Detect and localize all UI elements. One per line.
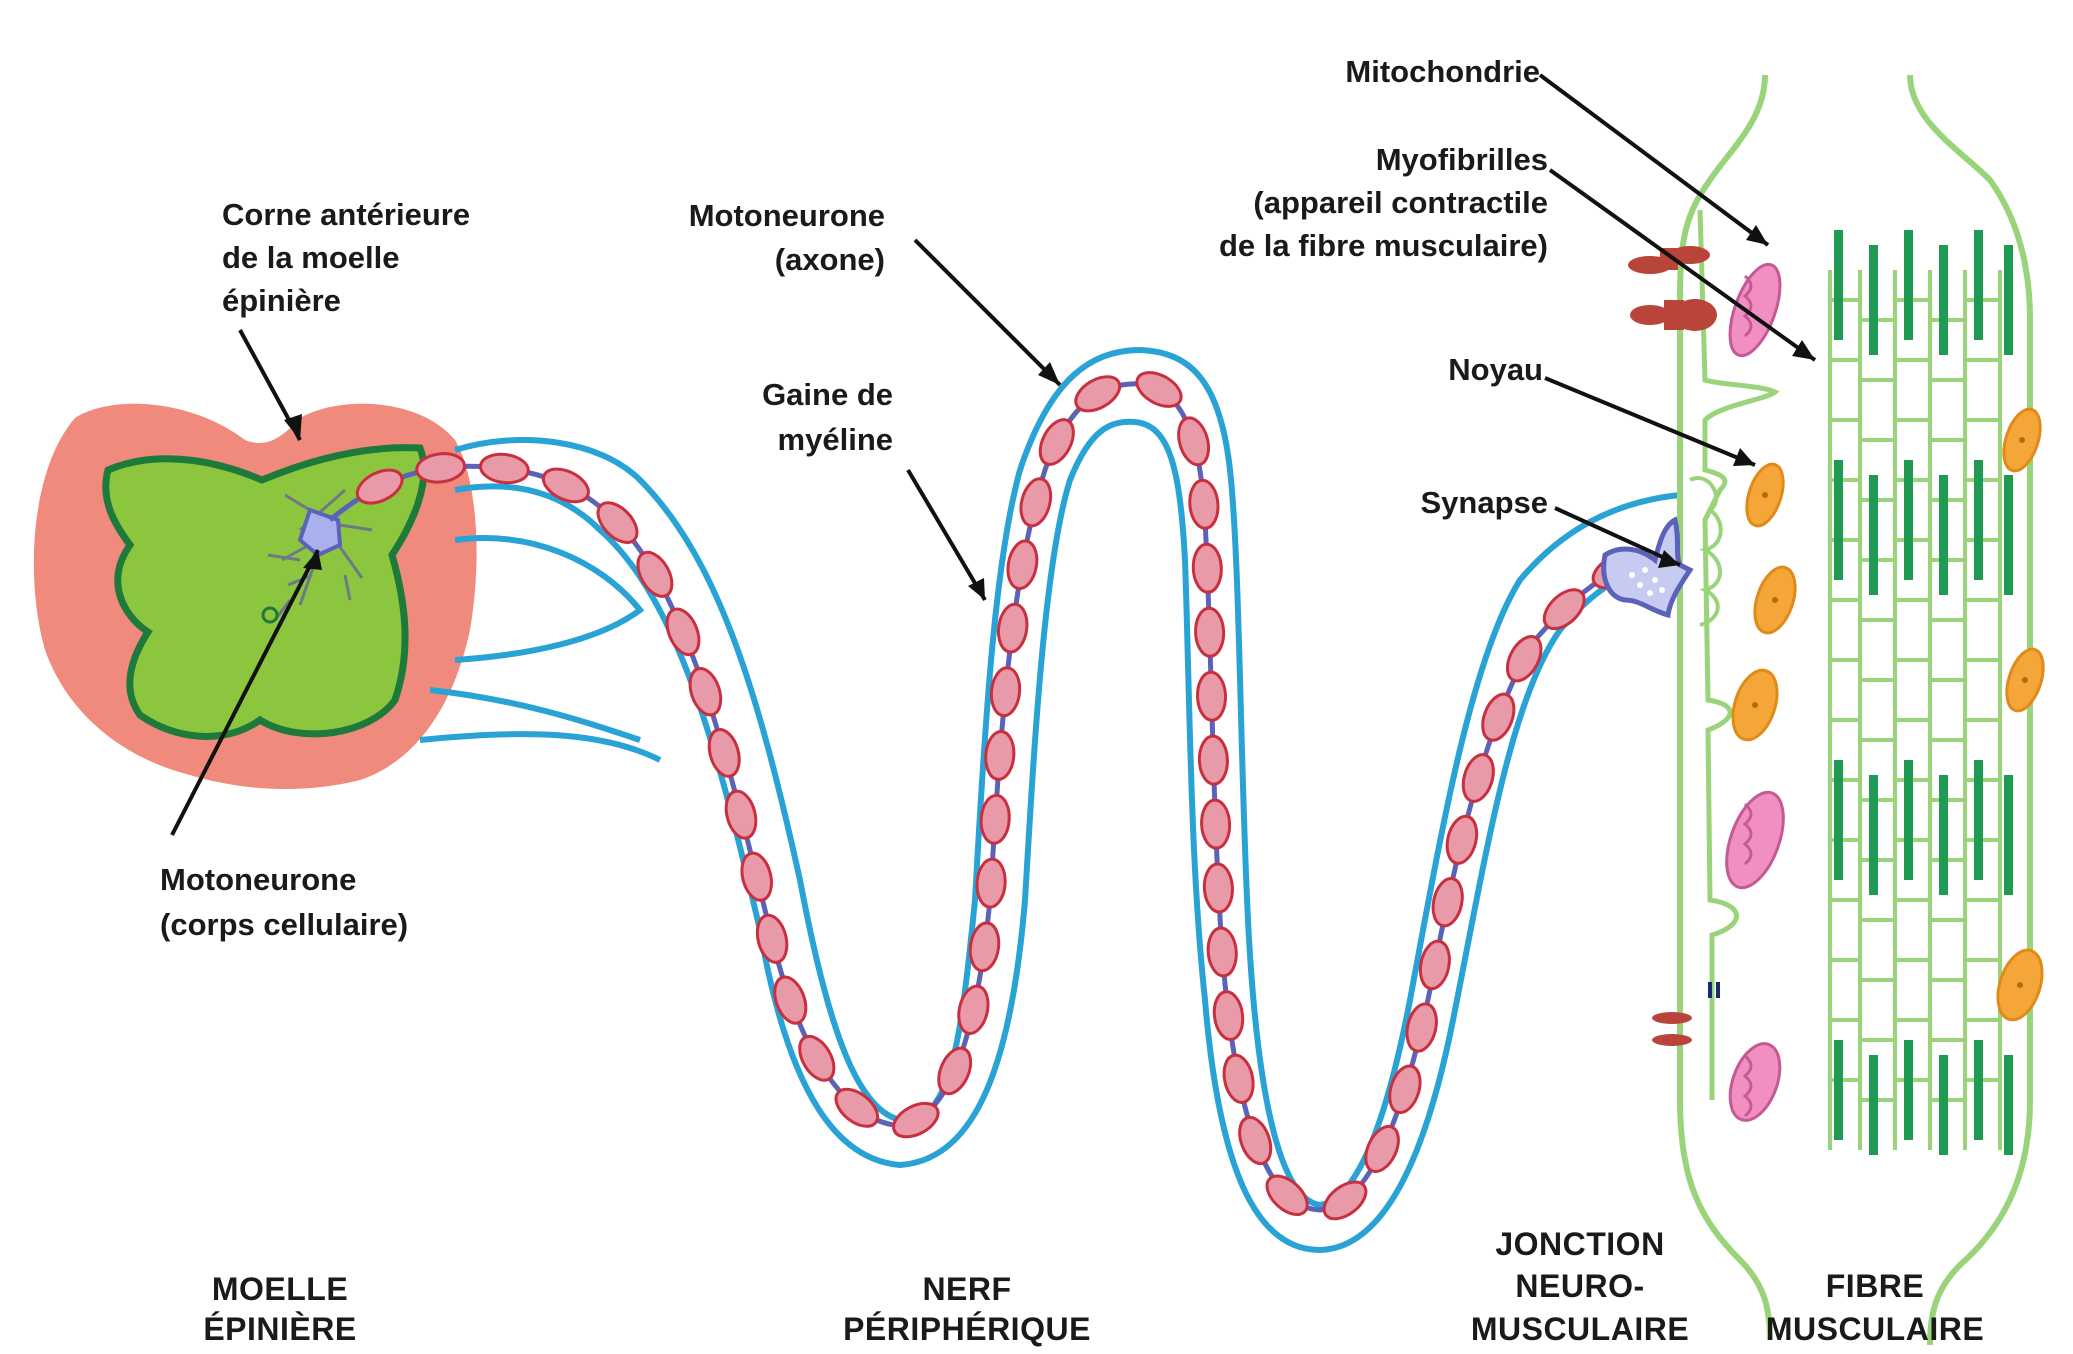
label-noyau: Noyau [1448, 352, 1543, 387]
myelin-segment [1206, 927, 1238, 977]
myelin-segment [984, 730, 1016, 780]
section-titles: MOELLE ÉPINIÈRE NERF PÉRIPHÉRIQUE JONCTI… [203, 1226, 1984, 1347]
myofibril-bar [1904, 1040, 1913, 1140]
myofibril-bar [2004, 475, 2013, 595]
label-corne-line3: épinière [222, 283, 341, 318]
muscle-fiber [1604, 75, 2050, 1345]
label-myofibrilles-line2: (appareil contractile [1253, 185, 1548, 220]
myelin-segment [479, 452, 530, 486]
label-gaine-line2: myéline [778, 422, 893, 457]
label-mitochondrie: Mitochondrie [1345, 54, 1540, 89]
myelin-segment [1203, 863, 1233, 912]
myofibril-bar [1834, 760, 1843, 880]
myelin-segment [1174, 414, 1214, 468]
myelin-segment [1192, 544, 1222, 593]
myofibril-bar [1974, 230, 1983, 340]
myelin-segment [1195, 608, 1224, 657]
section-moelle-line1: MOELLE [212, 1271, 348, 1307]
label-myofibrilles-line1: Myofibrilles [1376, 142, 1548, 177]
myofibril-bar [1904, 460, 1913, 580]
mitochondrion [1720, 258, 1790, 362]
arrow-heads [284, 225, 1815, 600]
mitochondrion [1715, 785, 1794, 895]
myofibril-bar [1939, 475, 1948, 595]
myofibril-bar [1974, 460, 1983, 580]
myelin-segment [1501, 631, 1548, 687]
label-motoneurone-corps-line2: (corps cellulaire) [160, 907, 408, 942]
label-motoneurone-axone-line2: (axone) [775, 242, 885, 277]
mitochondrion [1721, 1037, 1790, 1127]
myofibril-bar [1869, 245, 1878, 355]
label-myofibrilles-line3: de la fibre musculaire) [1219, 228, 1548, 263]
label-motoneurone-corps-line1: Motoneurone [160, 862, 356, 897]
myelin-segment [989, 666, 1022, 717]
section-nerf-line1: NERF [922, 1271, 1011, 1307]
section-jonction-line2: NEURO- [1515, 1268, 1644, 1304]
myelin-segment [661, 604, 705, 659]
myofibril-bar [1834, 460, 1843, 580]
myelin-segment [1458, 751, 1498, 805]
myofibril-bar [1904, 760, 1913, 880]
myofibril-bar [1869, 475, 1878, 595]
myelin-segment [1016, 476, 1055, 529]
myofibril-bar [1939, 245, 1948, 355]
myofibril-bar [2004, 245, 2013, 355]
section-fibre-line2: MUSCULAIRE [1766, 1311, 1984, 1347]
section-fibre-line1: FIBRE [1826, 1268, 1925, 1304]
myelin-segment [976, 858, 1007, 908]
myofibril-bar [1834, 1040, 1843, 1140]
myelin-segment [932, 1043, 977, 1098]
label-corne-line2: de la moelle [222, 240, 399, 275]
myofibril-bar [1939, 775, 1948, 895]
section-jonction-line3: MUSCULAIRE [1471, 1311, 1689, 1347]
label-synapse: Synapse [1420, 485, 1548, 520]
label-motoneurone-axone-line1: Motoneurone [689, 198, 885, 233]
myelin-segment [1188, 479, 1220, 529]
myelin-segment [980, 794, 1011, 844]
myelin-segment [1199, 736, 1228, 785]
myofibril-bar [1904, 230, 1913, 340]
spinal-cord [34, 404, 477, 789]
myelin-segment [1212, 990, 1246, 1041]
myelin-segment [1197, 672, 1226, 721]
myelin-segment [1384, 1062, 1425, 1116]
section-jonction-line1: JONCTION [1495, 1226, 1664, 1262]
myelin-segment [1220, 1053, 1257, 1106]
myofibril-bar [1974, 760, 1983, 880]
myofibril-bar [2004, 1055, 2013, 1155]
myelin-segment [1201, 800, 1231, 849]
myelin-segment [769, 973, 812, 1028]
myelin-segment [631, 547, 679, 603]
myelin-segment [996, 602, 1030, 653]
myofibril-bar [1939, 1055, 1948, 1155]
section-nerf-line2: PÉRIPHÉRIQUE [843, 1311, 1091, 1347]
myelin-segment [538, 462, 593, 508]
myofibril-bar [1974, 1040, 1983, 1140]
myelin-segment [955, 983, 993, 1036]
myelin-segment [1359, 1121, 1405, 1176]
myofibril-bar [1834, 230, 1843, 340]
section-moelle-line2: ÉPINIÈRE [203, 1311, 356, 1347]
label-gaine-line1: Gaine de [762, 377, 893, 412]
myofibril-bar [1869, 1055, 1878, 1155]
myofibril-bar [2004, 775, 2013, 895]
label-corne-line1: Corne antérieure [222, 197, 470, 232]
myofibril-bar [1869, 775, 1878, 895]
myelin-segment [1443, 813, 1482, 866]
myelin-segment [1004, 539, 1040, 591]
